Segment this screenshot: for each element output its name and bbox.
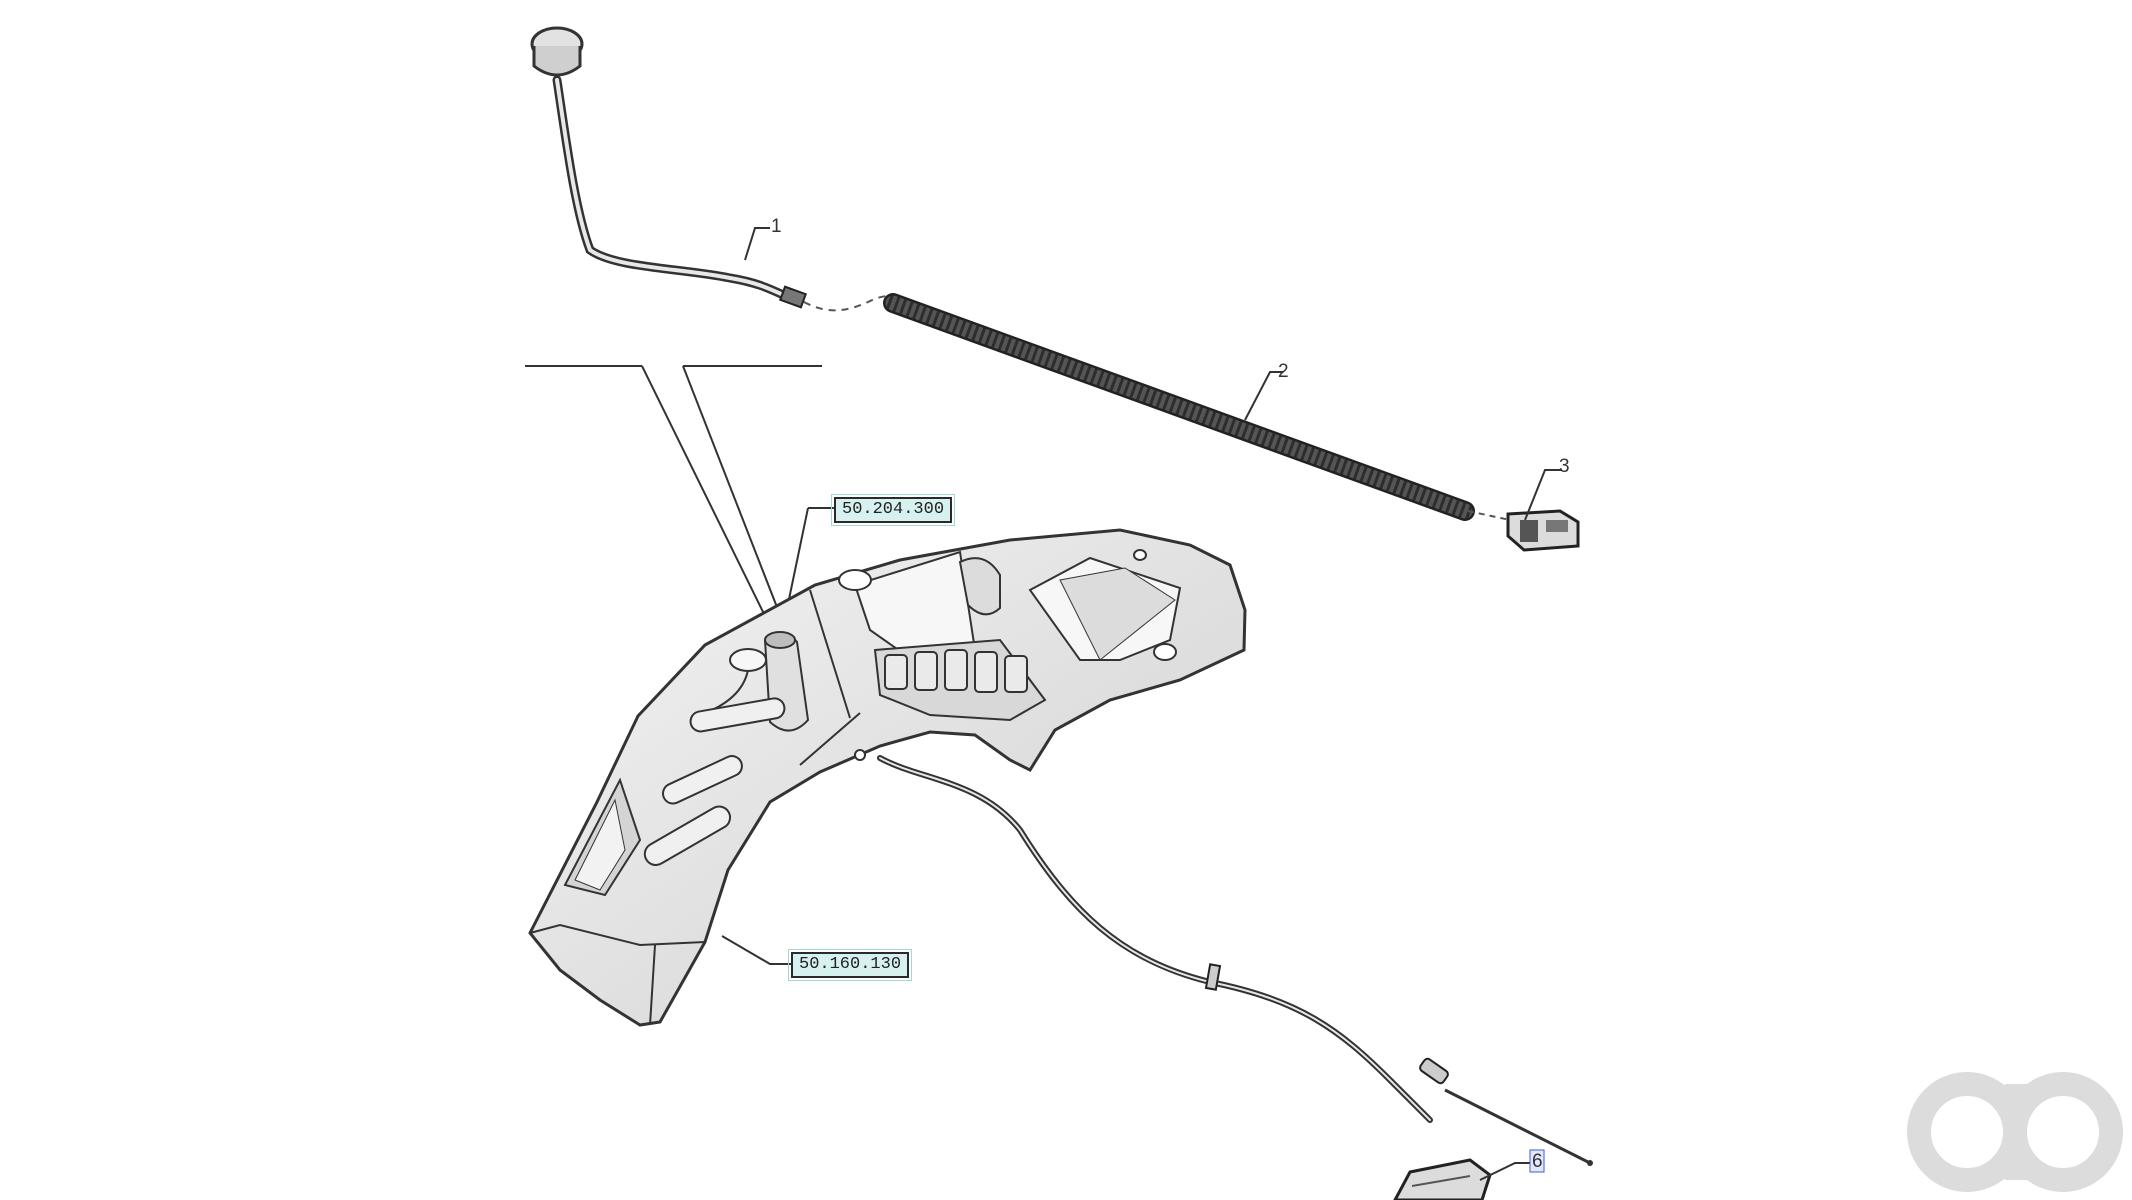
reference-label-top[interactable]: 50.204.300 [830, 494, 956, 526]
callout-2: 2 [1278, 361, 1289, 382]
reference-pointer-lines [525, 365, 834, 629]
callout-leaders [721, 227, 1562, 1181]
callout-1: 1 [771, 216, 782, 237]
console-housing [528, 528, 1247, 1027]
part-6-bracket[interactable] [1393, 1158, 1492, 1200]
part-3-connector[interactable] [1506, 509, 1580, 552]
reference-label-bottom[interactable]: 50.160.130 [787, 949, 913, 981]
part-2-corrugated-tube[interactable] [883, 293, 1511, 521]
part-1-knob-cable[interactable] [530, 26, 901, 312]
callout-3: 3 [1559, 456, 1570, 477]
brand-logo-watermark-icon [1907, 1072, 2123, 1192]
control-cable[interactable] [877, 755, 1593, 1166]
callout-6[interactable]: 6 [1532, 1151, 1543, 1172]
